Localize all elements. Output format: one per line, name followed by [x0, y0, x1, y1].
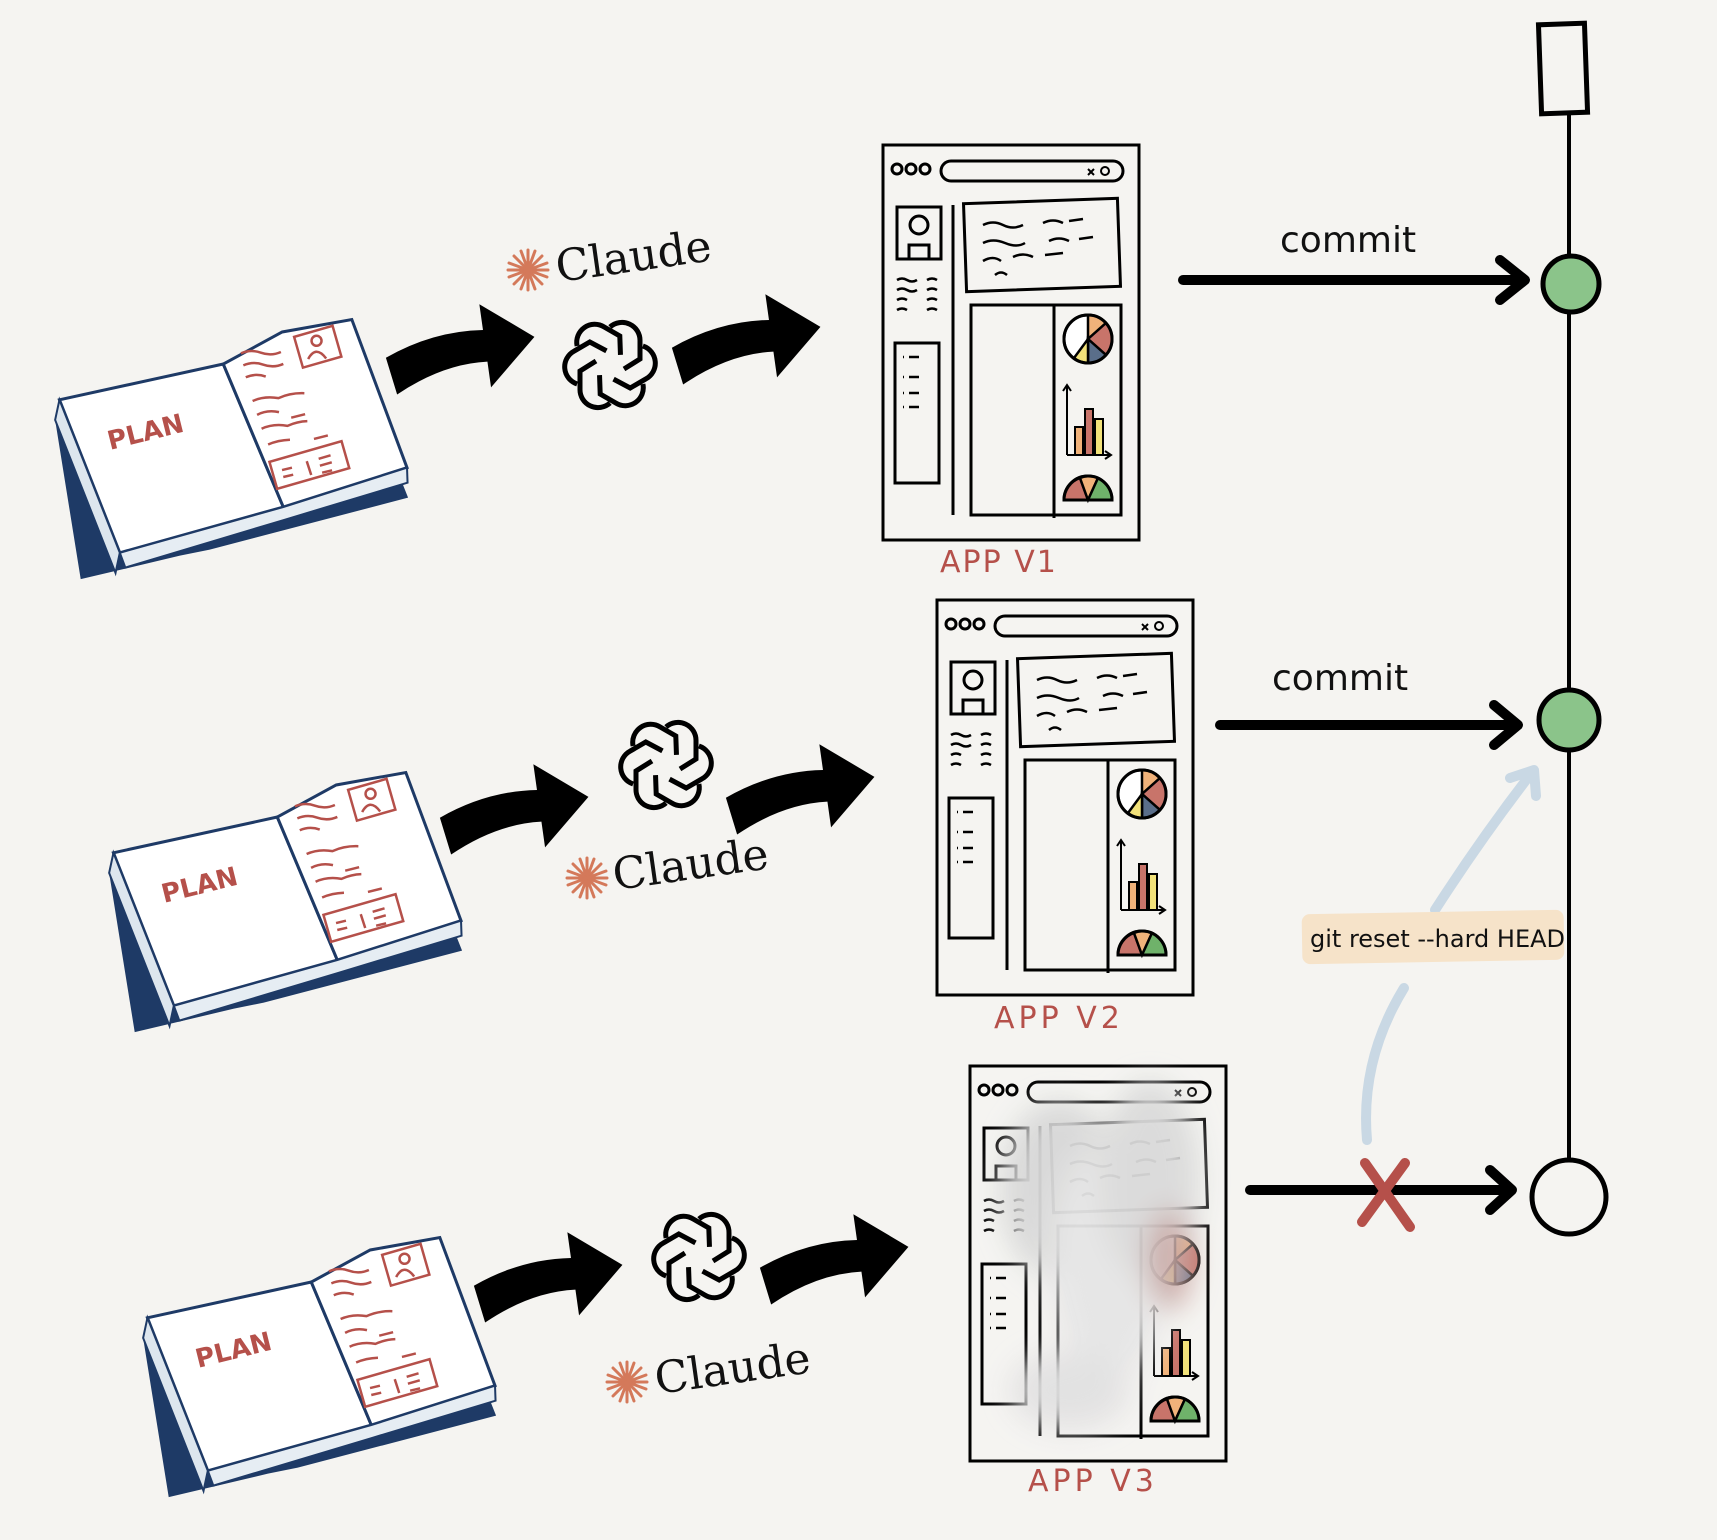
row-3: PLAN Claude APP V3 — [138, 1064, 1517, 1500]
git-timeline — [1529, 20, 1609, 1237]
commit-arrow-icon — [1178, 255, 1530, 305]
arrow-icon — [720, 737, 881, 842]
openai-logo-icon — [647, 1210, 751, 1305]
blurred-broken-region — [1000, 1080, 1200, 1430]
arrow-icon — [434, 757, 595, 862]
reset-arrowhead-icon — [1505, 765, 1541, 801]
app-label: APP V2 — [994, 1001, 1124, 1036]
plan-book-icon — [50, 316, 413, 582]
reject-x-icon — [1357, 1158, 1415, 1232]
claude-starburst-icon — [506, 248, 550, 292]
claude-label: Claude — [651, 1333, 813, 1405]
commit-label: commit — [1272, 658, 1408, 699]
reset-command-highlight — [1301, 909, 1565, 965]
branch-head-box — [1535, 20, 1591, 117]
reset-command-text[interactable]: git reset --hard HEAD — [1310, 925, 1565, 953]
app-label: APP V1 — [940, 545, 1058, 580]
commit-node-1[interactable] — [1540, 253, 1602, 315]
row-1: PLAN Claude APP V1 commit — [50, 143, 1530, 582]
claude-label: Claude — [609, 829, 771, 901]
claude-starburst-icon — [565, 856, 609, 900]
app-wireframe-v2 — [935, 598, 1195, 997]
arrow-icon — [666, 287, 827, 392]
openai-logo-icon — [614, 718, 718, 813]
app-wireframe-v1 — [881, 143, 1141, 542]
git-reset-annotation: git reset --hard HEAD — [1301, 765, 1565, 1145]
row-2: PLAN Claude APP V2 commit — [104, 598, 1523, 1036]
reset-arrow-lower — [1361, 983, 1409, 1145]
app-label: APP V3 — [1028, 1464, 1158, 1499]
arrow-icon — [468, 1225, 629, 1330]
claude-starburst-icon — [605, 1360, 649, 1404]
openai-logo-icon — [558, 318, 662, 413]
commit-node-3-empty[interactable] — [1529, 1157, 1609, 1237]
claude-label: Claude — [552, 221, 714, 293]
commit-label: commit — [1280, 220, 1416, 261]
plan-book-icon — [104, 769, 467, 1035]
reset-arrow-upper — [1430, 770, 1535, 915]
arrow-icon — [380, 297, 541, 402]
arrow-icon — [754, 1207, 915, 1312]
commit-node-2[interactable] — [1536, 687, 1602, 753]
plan-book-icon — [138, 1234, 501, 1500]
commit-arrow-icon — [1215, 700, 1523, 750]
